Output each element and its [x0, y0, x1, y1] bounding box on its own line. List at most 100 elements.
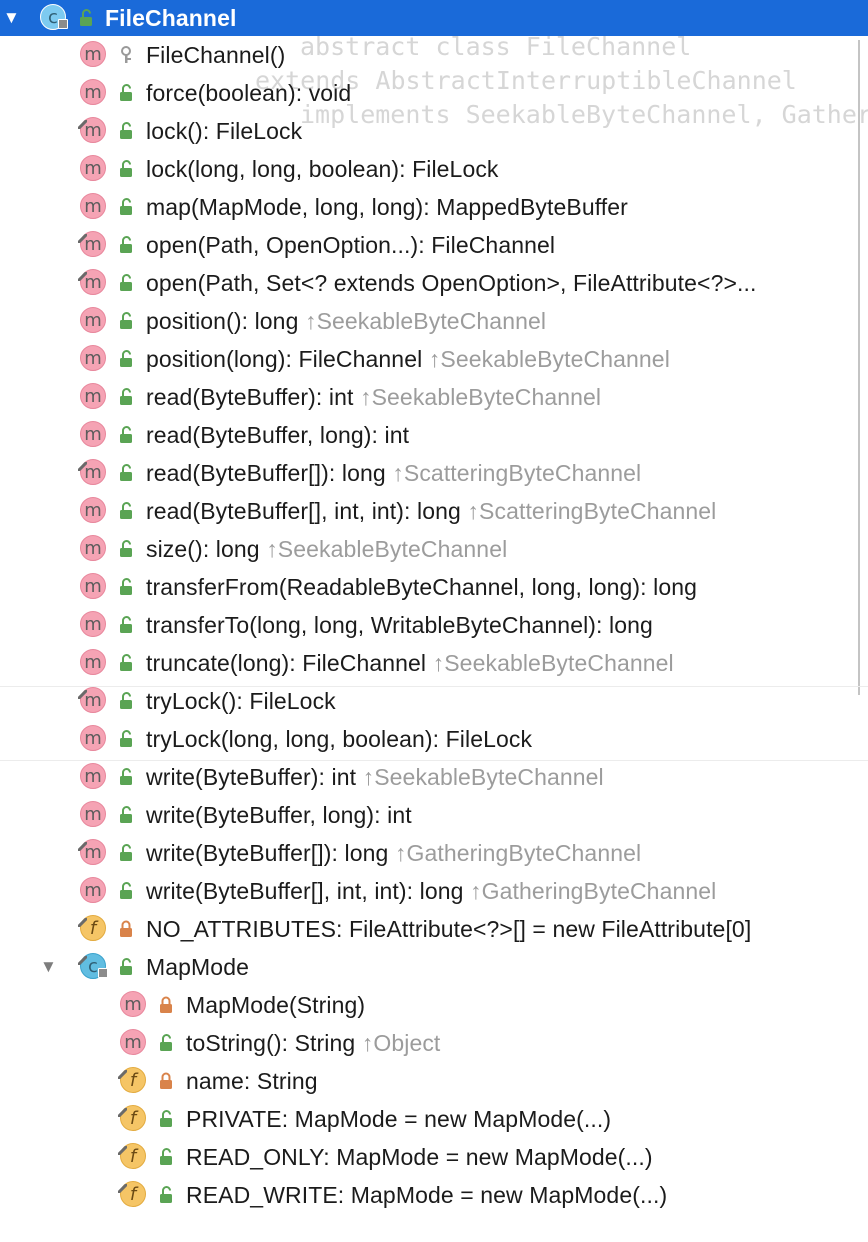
public-access-icon — [118, 653, 136, 673]
method-icon: m — [78, 382, 112, 412]
method-icon: m — [78, 230, 112, 260]
member-label: write(ByteBuffer, long): int — [146, 802, 412, 829]
private-access-icon — [118, 919, 136, 939]
member-signature: read(ByteBuffer): int — [146, 383, 354, 410]
member-signature: toString(): String — [186, 1029, 356, 1056]
member-label: map(MapMode, long, long): MappedByteBuff… — [146, 194, 628, 221]
static-marker-icon — [118, 1070, 127, 1079]
method-icon: m — [78, 534, 112, 564]
static-marker-icon — [78, 918, 87, 927]
inherited-from: ↑SeekableByteChannel — [304, 307, 547, 334]
method-icon: m — [78, 268, 112, 298]
member-label: write(ByteBuffer[], int, int): long ↑Gat… — [146, 878, 716, 905]
method-icon: m — [78, 496, 112, 526]
expand-toggle-icon[interactable]: ▼ — [40, 957, 57, 976]
static-marker-icon — [78, 956, 87, 965]
method-icon: m — [78, 192, 112, 222]
public-access-icon — [158, 1147, 176, 1167]
public-access-icon — [118, 615, 136, 635]
inner-class-label: MapMode — [146, 953, 249, 980]
tree-row[interactable]: m tryLock(long, long, boolean): FileLock — [0, 720, 868, 758]
public-access-icon — [118, 387, 136, 407]
public-access-icon — [118, 539, 136, 559]
member-signature: transferTo(long, long, WritableByteChann… — [146, 611, 653, 638]
member-label: force(boolean): void — [146, 80, 351, 107]
member-signature: write(ByteBuffer, long): int — [146, 801, 412, 828]
tree-row[interactable]: m lock(long, long, boolean): FileLock — [0, 150, 868, 188]
expand-toggle-icon[interactable]: ▼ — [3, 8, 20, 27]
method-icon: m — [78, 458, 112, 488]
public-access-icon — [118, 83, 136, 103]
member-signature: map(MapMode, long, long): MappedByteBuff… — [146, 193, 628, 220]
member-signature: tryLock(long, long, boolean): FileLock — [146, 725, 533, 752]
method-icon: m — [78, 724, 112, 754]
method-icon: m — [78, 876, 112, 906]
member-signature: truncate(long): FileChannel — [146, 649, 427, 676]
member-label: open(Path, Set<? extends OpenOption>, Fi… — [146, 270, 756, 297]
static-marker-icon — [118, 1184, 127, 1193]
static-marker-icon — [78, 272, 87, 281]
method-icon: m — [118, 1028, 152, 1058]
public-access-icon — [118, 159, 136, 179]
method-icon: m — [78, 154, 112, 184]
static-marker-icon — [118, 1108, 127, 1117]
public-access-icon — [118, 349, 136, 369]
field-icon: f — [118, 1066, 152, 1096]
method-icon: m — [78, 610, 112, 640]
public-icon — [78, 8, 96, 28]
member-label: read(ByteBuffer[], int, int): long ↑Scat… — [146, 498, 716, 525]
tree-row[interactable]: m map(MapMode, long, long): MappedByteBuf… — [0, 188, 868, 226]
public-access-icon — [118, 729, 136, 749]
method-icon: m — [78, 838, 112, 868]
tree-row[interactable]: m read(ByteBuffer): int ↑SeekableByteChan… — [0, 378, 868, 416]
tree-row[interactable]: m lock(): FileLock — [0, 112, 868, 150]
method-icon: m — [78, 762, 112, 792]
public-access-icon — [158, 1033, 176, 1053]
method-icon: m — [78, 344, 112, 374]
tree-root-filechannel[interactable]: ▼ c FileChannel — [0, 0, 868, 36]
member-label: lock(long, long, boolean): FileLock — [146, 156, 499, 183]
static-marker-icon — [78, 842, 87, 851]
member-signature: position(): long — [146, 307, 299, 334]
tree-row[interactable]: m read(ByteBuffer[], int, int): long ↑Sca… — [0, 492, 868, 530]
tree-row[interactable]: m write(ByteBuffer[], int, int): long ↑Ga… — [0, 872, 868, 910]
field-icon: f — [78, 914, 112, 944]
public-access-icon — [118, 197, 136, 217]
static-marker-icon — [78, 462, 87, 471]
member-label: lock(): FileLock — [146, 118, 302, 145]
inherited-from: ↑GatheringByteChannel — [394, 839, 642, 866]
tree-row[interactable]: m open(Path, Set<? extends OpenOption>, F… — [0, 264, 868, 302]
public-access-icon — [118, 577, 136, 597]
static-marker-icon — [78, 120, 87, 129]
tree-row[interactable]: m transferTo(long, long, WritableByteChan… — [0, 606, 868, 644]
member-signature: read(ByteBuffer[], int, int): long — [146, 497, 461, 524]
method-icon: m — [78, 648, 112, 678]
method-icon: m — [78, 116, 112, 146]
method-icon: m — [78, 572, 112, 602]
public-access-icon — [118, 311, 136, 331]
member-label: read(ByteBuffer): int ↑SeekableByteChann… — [146, 384, 601, 411]
member-label: MapMode(String) — [186, 992, 365, 1019]
